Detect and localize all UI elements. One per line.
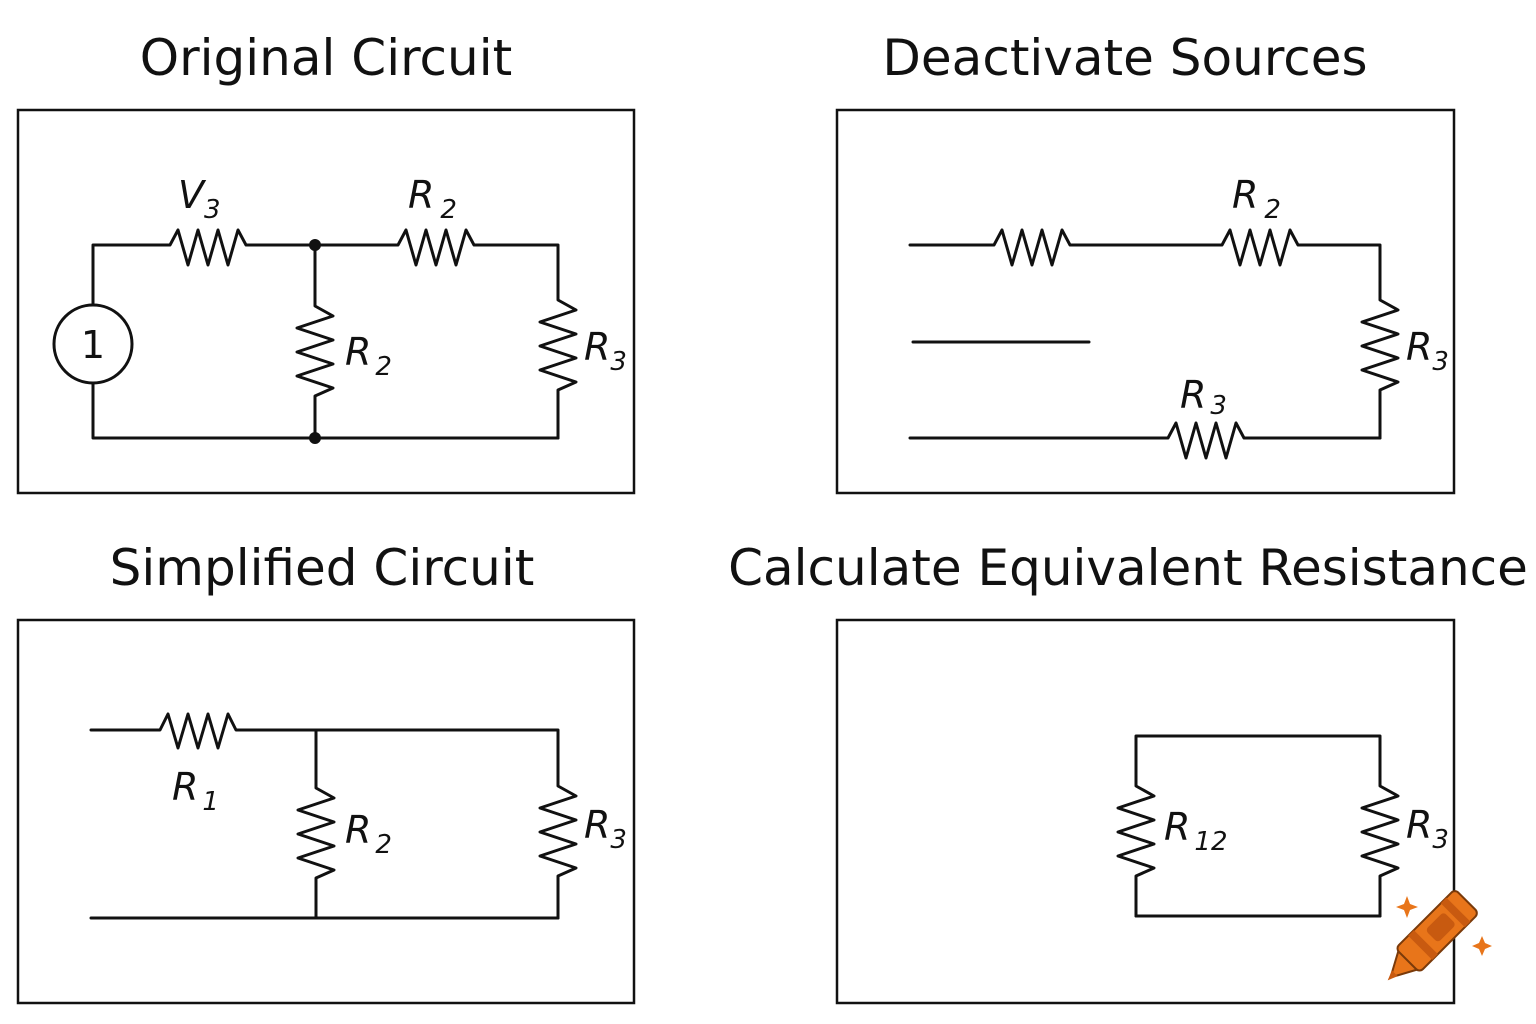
resistor-r2-mid (295, 298, 335, 440)
panel-title-equivalent-resistance: Calculate Equivalent Resistance (728, 539, 1528, 597)
resistor-r1 (153, 712, 244, 750)
resistor-r3-bottom (1160, 421, 1252, 460)
resistor-r3-right (1360, 290, 1400, 440)
resistor-r2 (1214, 228, 1306, 267)
wire (91, 243, 165, 307)
voltage-source-icon (52, 303, 134, 385)
panel-frame-original (16, 108, 636, 495)
resistor-unlabeled (986, 228, 1078, 267)
resistor-r3 (538, 776, 578, 920)
panel-title-original-circuit: Original Circuit (139, 29, 513, 87)
label-v3: V3 (178, 173, 221, 225)
wire (478, 243, 560, 294)
panel-frame-deactivate (835, 108, 1456, 495)
label-r3: R3 (1406, 803, 1449, 855)
panel-title-simplified-circuit: Simplified Circuit (109, 539, 535, 597)
wire (240, 728, 560, 780)
panel-frame-simplified (16, 618, 636, 1005)
wire (91, 381, 560, 440)
panel-title-deactivate-sources: Deactivate Sources (882, 29, 1368, 87)
panel-frame-equivalent (835, 618, 1456, 1005)
wire (1302, 243, 1382, 294)
label-r3: R3 (584, 803, 627, 855)
junction-dot (309, 239, 321, 251)
resistor-r3 (1360, 776, 1400, 918)
resistor-r2-top (390, 228, 482, 267)
label-r3: R3 (584, 325, 627, 377)
junction-dot (309, 432, 321, 444)
crayon-sparkle-icon (1387, 890, 1492, 981)
resistor-r2 (296, 780, 336, 920)
wire (1134, 734, 1382, 780)
label-r3-right: R3 (1406, 325, 1449, 377)
resistor-v3 (161, 228, 254, 267)
resistor-r12 (1116, 776, 1156, 918)
resistor-r3 (538, 290, 578, 440)
source-label: 1 (81, 323, 105, 367)
